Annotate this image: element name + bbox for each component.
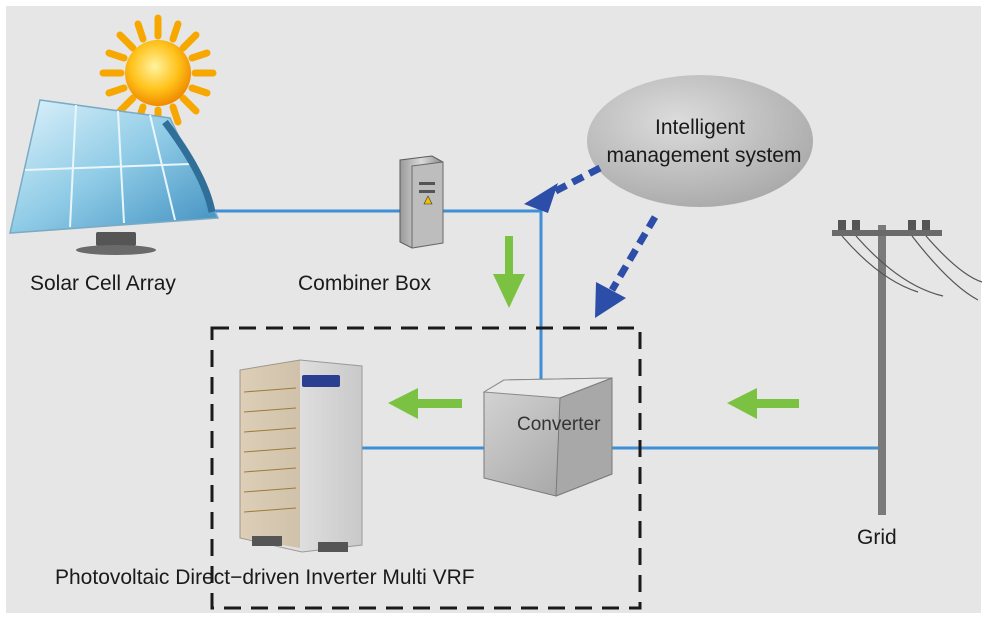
utility-pole-icon (832, 220, 983, 515)
combiner-box-label: Combiner Box (298, 272, 432, 295)
sun-icon (99, 14, 217, 132)
solar-panel-icon (9, 99, 220, 255)
solar-cell-array-label: Solar Cell Array (30, 272, 176, 295)
power-flow-arrows (388, 236, 799, 419)
grid-label: Grid (857, 526, 897, 549)
combiner-cabinet-icon (399, 155, 444, 249)
background-panel (6, 6, 981, 613)
converter-label: Converter (517, 414, 601, 435)
ims-label-line2: management system (606, 144, 802, 167)
vrf-outdoor-unit-icon (239, 359, 363, 553)
ims-ellipse (587, 75, 813, 207)
converter-cube-icon (482, 377, 613, 497)
control-arrows (524, 164, 659, 318)
system-boundary-dashed (210, 326, 642, 610)
ims-label-line1: Intelligent (655, 116, 745, 139)
vrf-label: Photovoltaic Direct−driven Inverter Mult… (55, 566, 475, 589)
